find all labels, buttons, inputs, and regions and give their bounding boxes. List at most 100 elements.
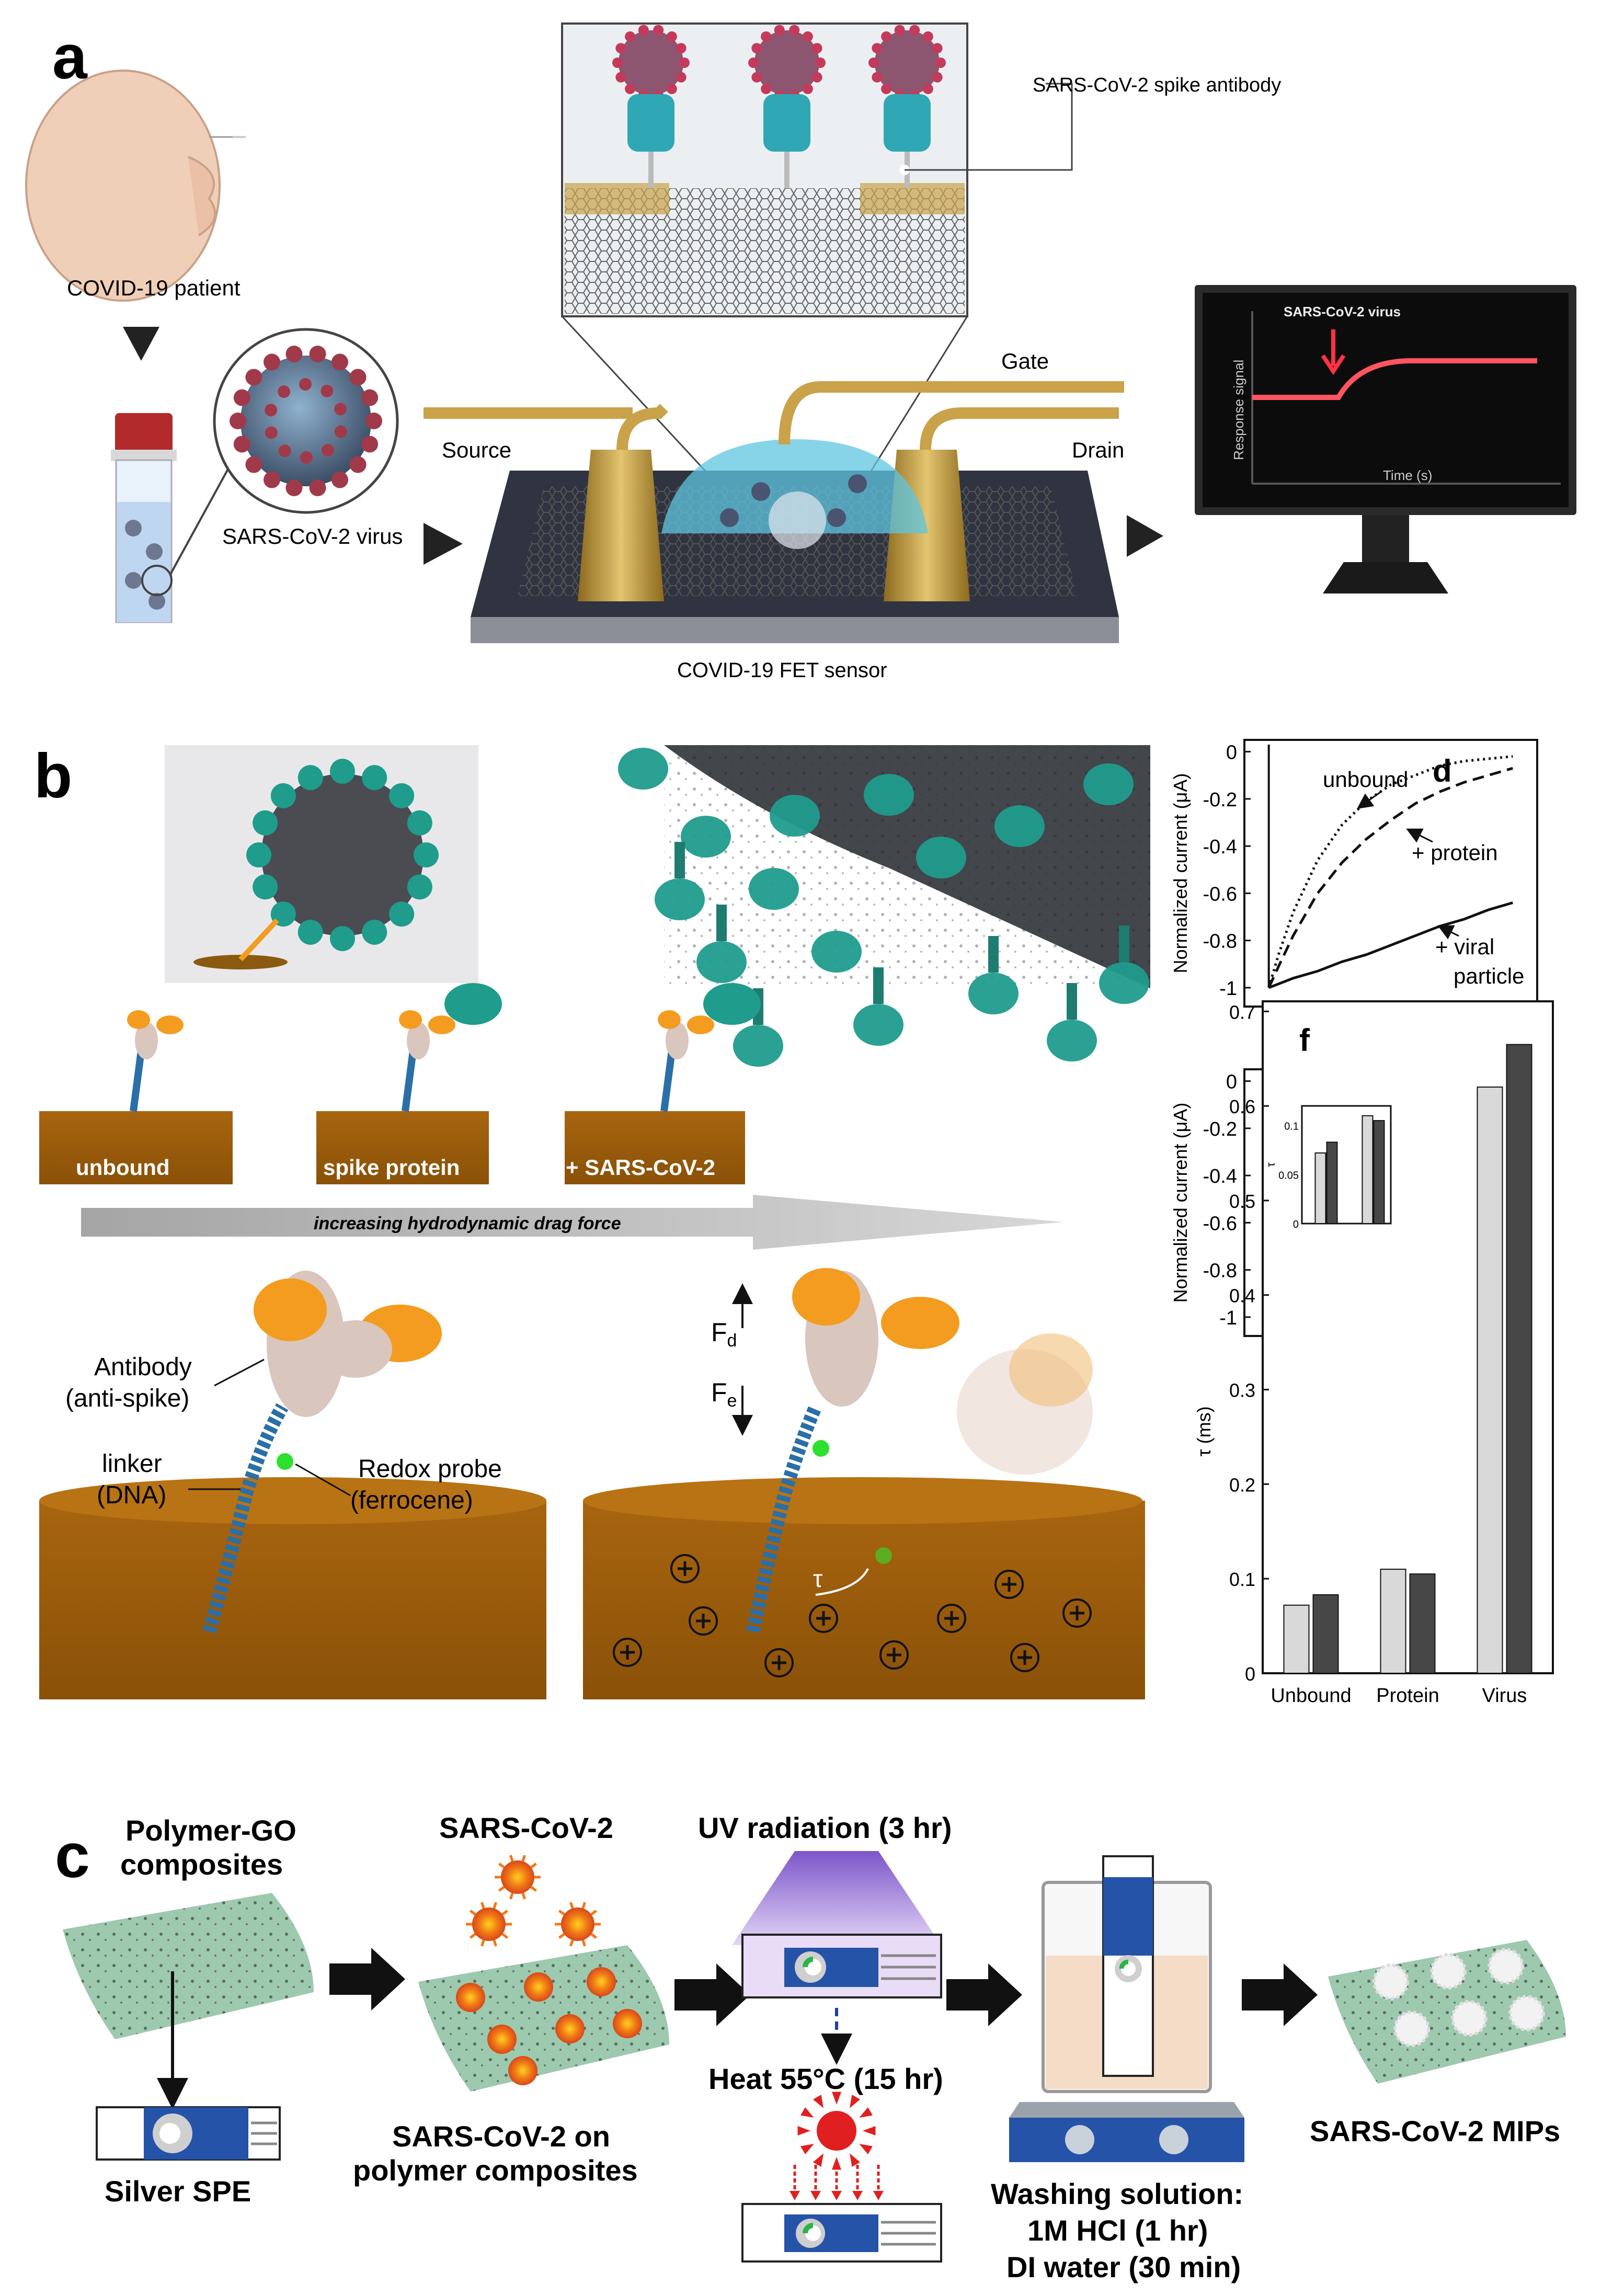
particle-spike: [590, 1933, 598, 1939]
bar-Virus-1: [1506, 1044, 1532, 1674]
y-axis-label: Normalized current (μA): [1170, 1103, 1191, 1303]
bound-particle: [508, 2056, 537, 2085]
y-tick-label: -0.8: [1203, 931, 1237, 953]
plus-sign: [1002, 1577, 1016, 1592]
spike-protein: [1047, 1020, 1097, 1061]
spike-protein: [696, 941, 747, 983]
antibody-body: [135, 1022, 158, 1059]
fet-sensor: [424, 381, 1124, 643]
particle-spike: [493, 1902, 497, 1909]
inset-virus-spike: [881, 84, 892, 95]
monitor-x-label: Time (s): [1383, 467, 1432, 483]
heat-label: Heat 55°C (15 hr): [708, 2062, 943, 2095]
plus-sign: [772, 1655, 786, 1670]
bound-particle: [587, 1967, 616, 1996]
virus-spike: [230, 413, 246, 429]
virus-small-box: [165, 745, 478, 983]
inset-virus-spike: [676, 72, 687, 83]
sars-on-label-1: SARS-CoV-2 on: [392, 2120, 610, 2153]
state-sars-label: + SARS-CoV-2: [566, 1155, 715, 1180]
spike-protein: [362, 919, 387, 945]
plus-charge: [937, 1604, 966, 1633]
inset-virus-spike: [872, 43, 883, 54]
binding-states: [39, 983, 761, 1184]
inset-virus-spike: [638, 25, 649, 36]
bound-spike: [444, 983, 502, 1025]
drag-force-arrow: [81, 1195, 1064, 1250]
plus-charge: [1010, 1643, 1039, 1672]
spike-protein: [1083, 763, 1134, 805]
spike-protein: [968, 973, 1019, 1014]
gate-label: Gate: [1001, 349, 1049, 373]
inset-bar: [1373, 1120, 1385, 1224]
imprint-cavity: [1430, 1953, 1467, 1990]
y-axis-label: Normalized current (μA): [1170, 773, 1191, 974]
antibody-detail-right: [583, 1268, 1145, 1699]
inset-virus-spike: [679, 58, 690, 68]
plus-charge: [764, 1648, 794, 1677]
inset-virus: [875, 30, 940, 95]
virus-spike: [309, 345, 326, 362]
inset-antibody: [884, 94, 931, 152]
polymer-label-1: Polymer-GO: [125, 1814, 296, 1847]
inset-virus-spike: [612, 58, 623, 68]
silver-spe-label: Silver SPE: [105, 2175, 251, 2208]
virus-spike: [361, 389, 379, 406]
spike-protein: [270, 783, 296, 808]
antibody-label-1: Antibody: [94, 1353, 192, 1381]
spike-protein: [655, 878, 705, 920]
virus-spike: [285, 345, 303, 362]
y-tick-label: 0.5: [1229, 1191, 1255, 1212]
panel-a: a COVID-19 patient S: [25, 22, 1576, 682]
redox-label-1: Redox probe: [358, 1455, 502, 1483]
bound-particle: [456, 1983, 485, 2012]
spike-protein: [389, 901, 415, 927]
polymer-label-2: composites: [120, 1848, 283, 1881]
series-label-1: + protein: [1412, 840, 1498, 865]
particle-spike: [469, 1910, 476, 1916]
virus-spike: [321, 444, 334, 457]
patient-label: COVID-19 patient: [67, 276, 241, 300]
y-tick-label: 0.4: [1229, 1285, 1255, 1307]
y-tick-label: -0.8: [1203, 1260, 1237, 1282]
fd-label: Fd: [711, 1318, 737, 1351]
imprint-cavity: [1488, 1948, 1524, 1984]
plus-charge: [670, 1554, 700, 1583]
redox-pointer: [295, 1463, 351, 1497]
sars-label: SARS-CoV-2: [439, 1811, 613, 1844]
y-tick-label: 0.2: [1229, 1474, 1255, 1495]
panel-letter-d: d: [1433, 753, 1452, 789]
inset-virus-spike: [625, 84, 636, 95]
inset-virus-spike: [666, 84, 677, 95]
virus-spike: [264, 471, 280, 488]
inset-virus-spike: [872, 72, 883, 83]
virus-spike: [285, 479, 303, 497]
patient-head-illustration: [25, 70, 246, 302]
inset-virus-spike: [761, 31, 772, 42]
bar-Protein-1: [1409, 1573, 1436, 1674]
bar-Unbound-0: [1283, 1604, 1310, 1674]
particle-spike: [521, 1855, 526, 1862]
inset-virus-spike: [751, 72, 762, 83]
sun-ray: [832, 2092, 841, 2105]
y-tick-label: 0.1: [1229, 1569, 1255, 1590]
virus-spike: [349, 456, 367, 473]
inset-virus-spike: [922, 31, 933, 42]
series-line-2: [1268, 901, 1514, 989]
antibody-arm: [658, 1010, 681, 1029]
category-label: Virus: [1482, 1685, 1527, 1707]
sun-ray: [832, 2157, 841, 2170]
particle-spike: [569, 1902, 574, 1909]
virus-spike: [349, 369, 367, 386]
virus-spike: [334, 425, 347, 438]
particle-spike: [481, 1939, 485, 1947]
wash-label-1: Washing solution:: [991, 2177, 1243, 2210]
particle-spike: [569, 1939, 574, 1947]
inset-virus-spike: [751, 43, 762, 54]
right-triangle-arrow-2: [1127, 515, 1163, 557]
bound-particle: [555, 2014, 585, 2043]
y-tick-label: -0.6: [1203, 1213, 1237, 1235]
particle-spike: [498, 1886, 505, 1892]
